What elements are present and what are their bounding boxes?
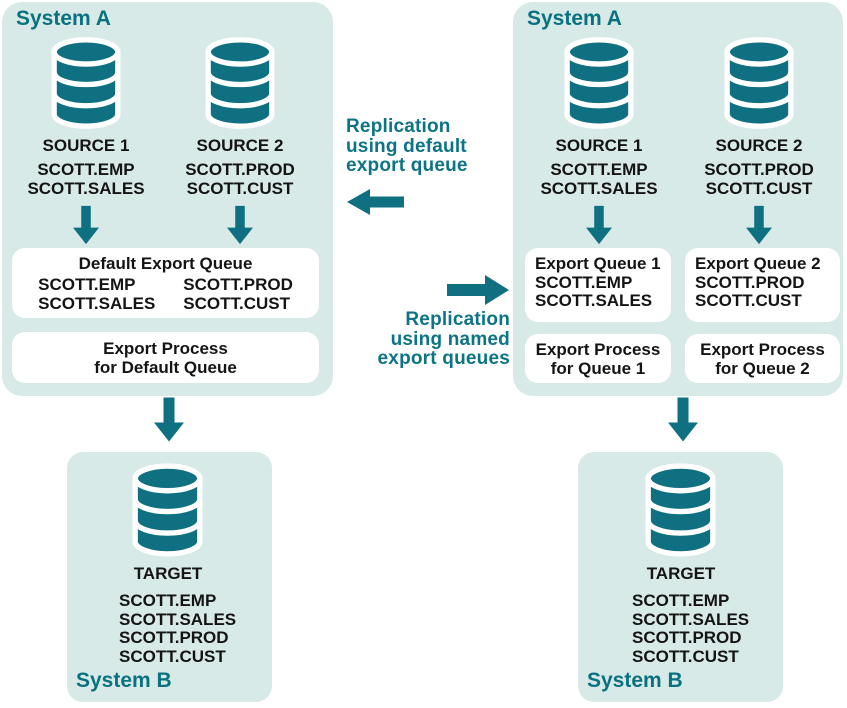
target-label: TARGET [646,564,716,583]
export-process-2-box: Export Process for Queue 2 [685,334,840,383]
source-1-label: SOURCE 1 [555,136,643,155]
export-queue-1-title: Export Queue 1 [535,254,661,273]
source-1-label: SOURCE 1 [42,136,130,155]
system-a-named-panel: System A SOURCE 1 SOURCE 2 SCOTT.EMP SCO… [513,2,843,396]
arrow-down-icon [746,204,772,246]
arrow-right-icon [447,275,509,305]
source-2-label: SOURCE 2 [715,136,803,155]
system-b-title: System B [76,669,172,692]
arrow-down-icon [154,397,184,442]
export-process-1-box: Export Process for Queue 1 [525,334,671,383]
source-1-tables: SCOTT.EMP SCOTT.SALES [27,160,145,198]
export-queue-2-box: Export Queue 2 SCOTT.PROD SCOTT.CUST [685,248,840,322]
database-icon [642,462,719,558]
export-queue-2-title: Export Queue 2 [695,254,821,273]
named-replication-caption: Replication using named export queues [377,309,510,369]
system-a-title: System A [527,7,622,30]
target-tables: SCOTT.EMP SCOTT.SALES SCOTT.PROD SCOTT.C… [119,591,237,666]
source-2-label: SOURCE 2 [196,136,284,155]
default-export-queue-title: Default Export Queue [78,254,253,273]
arrow-down-icon [227,204,253,246]
system-a-title: System A [16,7,111,30]
source-2-tables: SCOTT.PROD SCOTT.CUST [704,160,814,198]
default-export-queue-box: Default Export Queue SCOTT.EMP SCOTT.SAL… [12,248,319,318]
arrow-down-icon [668,397,698,442]
database-icon [129,462,206,558]
system-b-title: System B [587,669,683,692]
system-b-named-panel: TARGET SCOTT.EMP SCOTT.SALES SCOTT.PROD … [578,452,783,702]
default-export-process-box: Export Process for Default Queue [12,332,319,383]
default-export-queue-tables: SCOTT.EMP SCOTT.SALES SCOTT.PROD SCOTT.C… [38,275,293,313]
arrow-down-icon [73,204,99,246]
export-queue-1-box: Export Queue 1 SCOTT.EMP SCOTT.SALES [525,248,671,322]
arrow-down-icon [586,204,612,246]
database-icon [561,36,637,130]
source-2-tables: SCOTT.PROD SCOTT.CUST [185,160,295,198]
default-replication-caption: Replication using default export queue [346,116,468,176]
arrow-left-icon [347,189,404,215]
database-icon [48,36,124,130]
source-1-tables: SCOTT.EMP SCOTT.SALES [540,160,658,198]
system-b-default-panel: TARGET SCOTT.EMP SCOTT.SALES SCOTT.PROD … [67,452,272,702]
target-tables: SCOTT.EMP SCOTT.SALES SCOTT.PROD SCOTT.C… [632,591,750,666]
database-icon [202,36,278,130]
database-icon [721,36,797,130]
target-label: TARGET [133,564,203,583]
system-a-default-panel: System A SOURCE 1 SOURCE 2 SCOTT.EMP SCO… [2,2,333,396]
